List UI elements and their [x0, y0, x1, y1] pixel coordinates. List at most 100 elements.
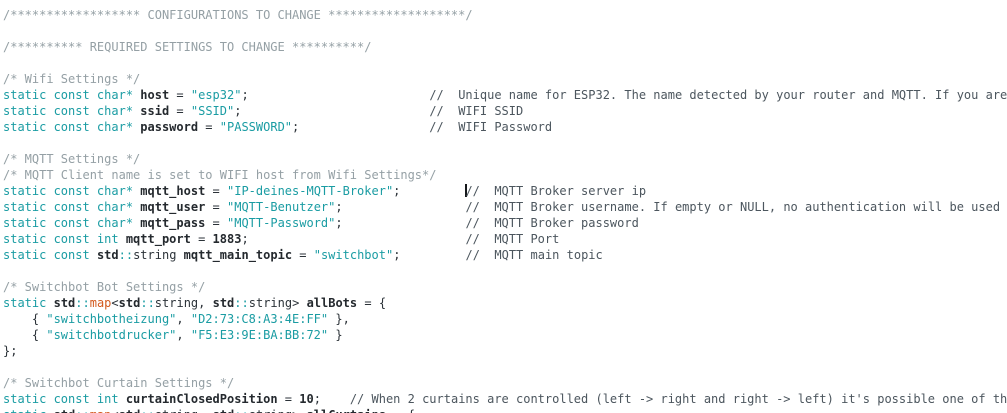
code-token-pl: string — [248, 296, 293, 310]
code-token-cl: // MQTT Broker username. If empty or NUL… — [465, 200, 1001, 214]
code-line[interactable]: /* Wifi Settings */ — [3, 71, 1007, 87]
code-line[interactable]: static const char* mqtt_host = "IP-deine… — [3, 183, 1007, 199]
code-token-kw: :: — [234, 296, 249, 310]
code-token-pl: ; — [241, 88, 249, 102]
code-token-pl: = — [169, 88, 191, 102]
code-token-cl: // MQTT Broker password — [465, 216, 639, 230]
code-line[interactable]: /********** REQUIRED SETTINGS TO CHANGE … — [3, 39, 1007, 55]
code-token-kw: static — [3, 296, 47, 310]
code-token-pl — [119, 392, 126, 406]
code-token-kw: static const char* — [3, 184, 134, 198]
code-line[interactable] — [3, 135, 1007, 151]
code-token-pl — [119, 232, 126, 246]
code-token-pl: = — [205, 200, 227, 214]
code-token-str: "switchbotdrucker" — [46, 328, 177, 342]
code-token-id: std — [213, 408, 235, 413]
code-token-pl: ; — [393, 248, 401, 262]
code-token-kw: static const char* — [3, 200, 134, 214]
code-token-cb: /* Switchbot Bot Settings */ — [3, 280, 206, 294]
code-token-id: mqtt_user — [140, 200, 206, 214]
code-token-pl: , — [176, 312, 191, 326]
code-token-num: 1883 — [212, 232, 242, 246]
code-line[interactable]: static const char* host = "esp32"; // Un… — [3, 87, 1007, 103]
code-token-pl: , — [176, 328, 191, 342]
code-token-cb: /* MQTT Client name is set to WIFI host … — [3, 168, 437, 182]
code-token-id: mqtt_port — [125, 232, 191, 246]
code-token-cl: // MQTT main topic — [465, 248, 603, 262]
code-token-cb: /* Wifi Settings */ — [3, 72, 141, 86]
code-token-pl: = { — [357, 296, 387, 310]
code-token-cl: // WIFI Password — [429, 120, 553, 134]
code-token-pl: = — [169, 104, 191, 118]
code-line[interactable]: { "switchbotdrucker", "F5:E3:9E:BA:BB:72… — [3, 327, 1007, 343]
code-token-id: mqtt_pass — [140, 216, 206, 230]
code-line[interactable]: /* Switchbot Curtain Settings */ — [3, 375, 1007, 391]
code-token-pl: = — [198, 120, 220, 134]
code-line[interactable]: static const char* ssid = "SSID"; // WIF… — [3, 103, 1007, 119]
code-token-str: "SSID" — [190, 104, 235, 118]
code-token-pl: string — [249, 408, 292, 413]
code-line[interactable]: /****************** CONFIGURATIONS TO CH… — [3, 7, 1007, 23]
code-line[interactable]: }; — [3, 343, 1007, 359]
code-token-cl: // When 2 curtains are controlled (left … — [349, 392, 1007, 406]
code-token-id: std — [212, 296, 235, 310]
code-token-kw: static const char* — [3, 88, 134, 102]
code-line[interactable] — [3, 55, 1007, 71]
code-line[interactable]: static std::map<std::string, std::string… — [3, 407, 1007, 413]
code-line[interactable]: /* MQTT Client name is set to WIFI host … — [3, 167, 1007, 183]
code-line[interactable] — [3, 23, 1007, 39]
code-token-pl: > — [292, 296, 307, 310]
code-line[interactable]: static const char* mqtt_user = "MQTT-Ben… — [3, 199, 1007, 215]
code-token-cl: // Unique name for ESP32. The name detec… — [429, 88, 1007, 102]
code-token-id: std — [54, 408, 76, 413]
code-token-id: mqtt_main_topic — [183, 248, 293, 262]
code-line[interactable]: { "switchbotheizung", "D2:73:C8:A3:4E:FF… — [3, 311, 1007, 327]
code-token-kw: static — [3, 408, 46, 413]
code-line[interactable] — [3, 359, 1007, 375]
code-line[interactable]: static const char* mqtt_pass = "MQTT-Pas… — [3, 215, 1007, 231]
code-token-pl: , — [198, 296, 213, 310]
code-token-pl: , — [198, 408, 212, 413]
code-line[interactable]: /* MQTT Settings */ — [3, 151, 1007, 167]
code-token-str: "esp32" — [190, 88, 242, 102]
code-token-pl: }; — [3, 344, 18, 358]
code-line[interactable]: static const char* password = "PASSWORD"… — [3, 119, 1007, 135]
code-token-pl: { — [3, 312, 47, 326]
text-cursor — [465, 184, 468, 197]
code-token-cb: /********** REQUIRED SETTINGS TO CHANGE … — [3, 40, 372, 54]
code-line[interactable]: static std::map<std::string, std::string… — [3, 295, 1007, 311]
code-token-pl: = — [292, 248, 314, 262]
code-token-id: std — [119, 408, 141, 413]
code-token-pl — [46, 408, 53, 413]
code-token-kw: :: — [234, 408, 248, 413]
code-token-kw: static const char* — [3, 120, 134, 134]
code-token-pl: } — [328, 328, 343, 342]
code-token-kw: static const int — [3, 232, 119, 246]
code-token-id: password — [140, 120, 199, 134]
code-token-id: curtainClosedPosition — [125, 392, 278, 406]
code-token-str: "PASSWORD" — [219, 120, 293, 134]
code-token-ws — [343, 200, 466, 214]
code-token-pl: string — [133, 248, 177, 262]
code-token-kw: :: — [118, 248, 134, 262]
code-token-pl: ; — [313, 392, 321, 406]
code-token-kw: :: — [140, 408, 154, 413]
code-token-ws — [241, 104, 429, 118]
code-token-id: std — [96, 248, 119, 262]
code-token-id: allCurtains — [307, 408, 386, 413]
code-token-str: "MQTT-Benutzer" — [227, 200, 336, 214]
code-line[interactable] — [3, 263, 1007, 279]
code-token-ws — [400, 248, 465, 262]
code-token-kw: :: — [140, 296, 155, 310]
code-line[interactable]: static const int curtainClosedPosition =… — [3, 391, 1007, 407]
code-line[interactable]: static const int mqtt_port = 1883; // MQ… — [3, 231, 1007, 247]
code-token-pl: string — [154, 296, 199, 310]
code-token-cb: /* Switchbot Curtain Settings */ — [3, 376, 235, 390]
code-token-pl: { — [3, 328, 47, 342]
code-token-id: mqtt_host — [140, 184, 206, 198]
code-token-pl: ; — [335, 216, 343, 230]
code-token-kw: static const int — [3, 392, 119, 406]
code-line[interactable]: /* Switchbot Bot Settings */ — [3, 279, 1007, 295]
code-line[interactable]: static const std::string mqtt_main_topic… — [3, 247, 1007, 263]
